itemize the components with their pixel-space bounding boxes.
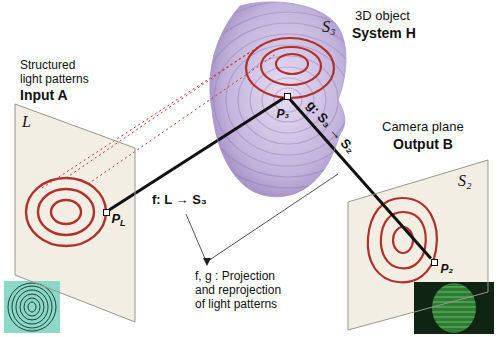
surface-symbol: S₃ <box>322 18 336 36</box>
leader-arrowhead <box>203 258 211 266</box>
pattern-ring <box>38 189 94 235</box>
photo-ring <box>12 286 52 328</box>
photo-ring <box>28 302 36 312</box>
texture-ring <box>202 23 374 177</box>
stripe <box>430 317 478 318</box>
ray <box>66 44 262 178</box>
pattern-caption: Structured light patterns <box>20 58 98 86</box>
stripe <box>430 327 478 328</box>
photo-ring <box>8 283 56 331</box>
projection-rays <box>42 44 276 188</box>
leader-line <box>208 174 338 261</box>
point-label: P₂ <box>440 262 453 276</box>
pattern-ring <box>51 200 81 224</box>
contour <box>261 47 321 85</box>
camera-photo <box>414 282 494 334</box>
photo-face <box>432 283 476 333</box>
leader-line <box>186 214 206 261</box>
camera-plane: Camera planeOutput B S₂ P₂ <box>345 116 495 333</box>
stripe <box>430 312 478 313</box>
object-caption: 3D object <box>355 8 410 23</box>
camera-plane-border <box>348 160 488 330</box>
input-label: Input A <box>20 87 68 104</box>
system-label: System H <box>352 25 416 42</box>
stripe <box>430 292 478 293</box>
stripe <box>430 287 478 288</box>
contour <box>276 54 308 74</box>
point-label: PL <box>111 212 125 230</box>
image-contours <box>368 198 437 282</box>
face-surface <box>210 2 346 197</box>
point-label: P₃ <box>276 107 289 121</box>
texture-ring <box>214 34 362 166</box>
mapping-label: f: L → S₃ <box>152 192 207 207</box>
stripe <box>430 322 478 323</box>
photo-ring <box>20 294 44 320</box>
pattern-ring <box>26 178 106 246</box>
output-label: Output B <box>393 136 453 153</box>
photo-stripes <box>430 287 478 327</box>
projector-plane-border <box>15 104 135 322</box>
point-marker: PL <box>103 209 110 216</box>
leader-lines <box>186 174 338 261</box>
photo-ring <box>16 290 48 324</box>
contour <box>381 212 426 268</box>
contour <box>246 38 334 98</box>
point-marker: P₃ <box>284 93 291 100</box>
mapping-label: g: S₃ → S₂ <box>303 98 357 157</box>
face-contours <box>246 38 334 98</box>
photo-rings <box>8 283 56 331</box>
object-face-border <box>210 2 346 197</box>
contour <box>368 198 437 282</box>
point-marker: P₂ <box>431 259 438 266</box>
plane-symbol: S₂ <box>458 172 472 190</box>
contour <box>393 227 413 253</box>
annotation-note: f, g : Projection and reprojection of li… <box>195 269 292 311</box>
stripe <box>430 307 478 308</box>
photo-ground <box>414 282 494 334</box>
plane-symbol: L <box>22 113 31 131</box>
pattern-rings <box>26 178 106 246</box>
photo-ring <box>24 298 40 316</box>
projector-plane: Structured light patternsInput A L PL <box>10 55 140 328</box>
texture-ring <box>238 56 338 144</box>
camera-caption: Camera plane <box>382 119 464 134</box>
